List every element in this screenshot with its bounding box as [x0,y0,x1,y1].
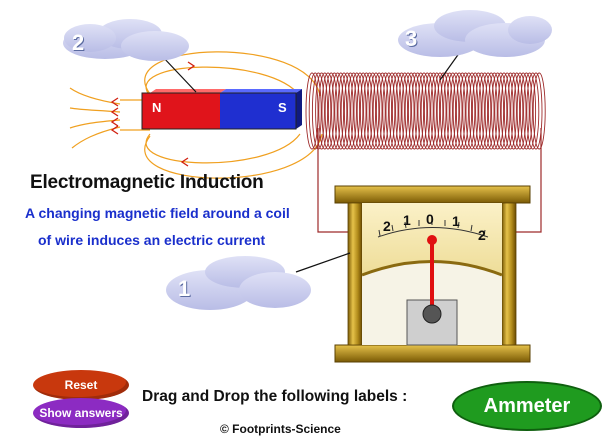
coil-loop [516,72,530,150]
coil-loop [436,72,450,150]
copyright-text: © Footprints-Science [220,422,341,436]
coil-loop [478,72,492,150]
coil-loop [379,72,393,150]
field-arrow-marks [110,61,196,167]
meter-scale-label: 1 [452,213,460,229]
meter-scale-label: 2 [478,227,486,243]
coil-loop [526,72,540,150]
coil-loop [471,72,485,150]
coil-loop [430,72,444,150]
coil-loop [385,72,399,150]
coil-loop [308,72,322,150]
coil-loop [391,72,405,150]
drop-target-number: 1 [178,276,191,301]
coil-loop [382,72,396,150]
coil-loop [452,72,466,150]
page-title: Electromagnetic Induction [30,172,264,193]
coil-loop [481,72,495,150]
coil-loop [388,72,402,150]
coil-loop [401,72,415,150]
coil-loop [433,72,447,150]
coil-loop [484,72,498,150]
draggable-label-ammeter[interactable]: Ammeter [452,381,602,431]
coil-loop [468,72,482,150]
subtitle-line: of wire induces an electric current [38,232,266,248]
coil-loop [324,72,338,150]
coil-loop [491,72,505,150]
coil-loop [366,72,380,150]
coil-loop [398,72,412,150]
coil-loop [315,72,329,150]
coil-loop [455,72,469,150]
coil-loop [449,72,463,150]
circuit-wires [317,128,542,233]
meter-scale-label: 2 [383,218,391,234]
subtitle-line: A changing magnetic field around a coil [25,205,290,221]
drop-target-number: 2 [72,30,85,55]
ammeter-device [334,185,531,363]
label-pointer-lines [161,51,461,273]
meter-scale-label: 1 [403,212,411,228]
coil-loop [443,72,457,150]
north-pole-label: N [152,100,162,115]
coil-loop [462,72,476,150]
coil-loop [513,72,527,150]
drop-target-1[interactable] [166,256,311,310]
instruction-text: Drag and Drop the following labels : [142,388,408,405]
coil-loop [497,72,511,150]
drop-target-3[interactable] [398,10,552,57]
show-answers-button[interactable]: Show answers [33,398,129,428]
drop-target-number: 3 [405,26,418,51]
coil-loop [350,72,364,150]
coil-loop [503,72,517,150]
bar-magnet [141,89,302,130]
coil-loop [356,72,370,150]
reset-button[interactable]: Reset [33,370,129,400]
coil-loop [510,72,524,150]
coil-loop [417,72,431,150]
coil-loop [334,72,348,150]
coil-loop [343,72,357,150]
coil-loop [420,72,434,150]
coil-loop [321,72,335,150]
coil-loop [353,72,367,150]
coil-loop [532,72,546,150]
coil-loop [331,72,345,150]
coil-loop [327,72,341,150]
coil-loop [395,72,409,150]
meter-scale-label: 0 [426,211,434,227]
coil-loop [404,72,418,150]
coil-loop [414,72,428,150]
coil-loop [459,72,473,150]
coil-loop [359,72,373,150]
coil-loop [519,72,533,150]
coil-loop [347,72,361,150]
coil-loop [423,72,437,150]
wire-coil [305,72,546,150]
coil-loop [411,72,425,150]
coil-loop [494,72,508,150]
coil-loop [487,72,501,150]
coil-loop [407,72,421,150]
coil-loop [523,72,537,150]
south-pole-label: S [278,100,287,115]
coil-loop [372,72,386,150]
coil-loop [446,72,460,150]
drop-target-2[interactable] [63,19,189,61]
coil-loop [375,72,389,150]
coil-loop [340,72,354,150]
coil-loop [465,72,479,150]
coil-loop [427,72,441,150]
coil-loop [500,72,514,150]
coil-loop [363,72,377,150]
coil-loop [369,72,383,150]
coil-loop [475,72,489,150]
coil-loop [529,72,543,150]
coil-loop [305,72,319,150]
magnetic-field-lines [69,51,323,179]
coil-loop [439,72,453,150]
coil-loop [318,72,332,150]
coil-loop [507,72,521,150]
coil-loop [337,72,351,150]
